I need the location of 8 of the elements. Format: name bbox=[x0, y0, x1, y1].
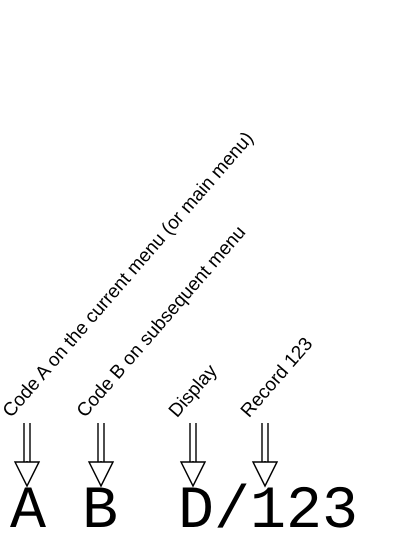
hollow-arrow bbox=[252, 422, 278, 487]
code-character: /123 bbox=[214, 482, 358, 539]
code-character: A bbox=[10, 482, 46, 539]
code-character: B bbox=[82, 482, 118, 539]
code-character: D bbox=[178, 482, 214, 539]
hollow-arrow bbox=[88, 422, 114, 487]
hollow-arrow bbox=[14, 422, 40, 487]
hollow-arrow bbox=[180, 422, 206, 487]
